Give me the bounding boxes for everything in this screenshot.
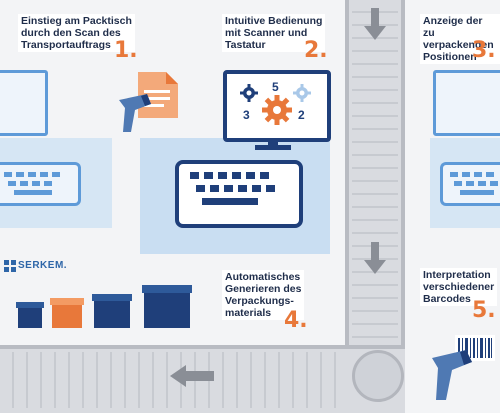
- vertical-conveyor-rollers: [352, 0, 398, 345]
- step-2-line-2: mit Scanner und: [225, 27, 308, 39]
- serkem-logo-text: SERKEM.: [18, 260, 68, 271]
- step-1-line-1: Einstieg am Packtisch: [21, 15, 132, 27]
- horizontal-conveyor-rollers: [0, 352, 345, 408]
- step-4-line-3: Verpackungs-: [225, 295, 294, 307]
- step-5-line-2: verschiedener: [423, 281, 495, 293]
- arrow-left-icon: [170, 365, 214, 387]
- package-box-small: [18, 306, 42, 328]
- barcode-icon: [455, 335, 495, 361]
- package-box-large: [144, 292, 190, 328]
- step-2-line-1: Intuitive Bedienung: [225, 15, 323, 27]
- gear-icon: [240, 84, 258, 102]
- right-monitor: [433, 70, 500, 136]
- step-2-number: 2.: [304, 38, 328, 63]
- horizontal-conveyor-edge-top: [0, 345, 405, 349]
- step-3-line-3: Positionen: [423, 51, 477, 63]
- conveyor-turntable: [352, 350, 404, 402]
- gear-icon: [293, 84, 311, 102]
- keyboard-keys: [4, 172, 60, 195]
- step-1-number: 1.: [114, 38, 138, 63]
- step-2-label: Intuitive Bedienung mit Scanner und Tast…: [222, 14, 326, 52]
- monitor-stand: [268, 140, 278, 146]
- step-5-label: Interpretation verschiedener Barcodes: [420, 268, 498, 306]
- barcode-scanner-icon: [432, 350, 472, 400]
- step-1-line-3: Transportauftrags: [21, 39, 111, 51]
- step-3-line-2: verpackenden: [423, 39, 494, 51]
- step-2-line-3: Tastatur: [225, 39, 266, 51]
- vertical-conveyor-edge-left: [345, 0, 349, 350]
- step-5-line-3: Barcodes: [423, 293, 471, 305]
- step-5-line-1: Interpretation: [423, 269, 491, 281]
- keyboard-keys: [190, 172, 275, 205]
- center-keyboard: [175, 160, 303, 228]
- step-4-number: 4.: [284, 308, 308, 333]
- barcode-scanner-icon: [119, 94, 151, 132]
- package-box-small-lid: [16, 302, 44, 308]
- step-4-line-1: Automatisches: [225, 271, 301, 283]
- package-box-large-lid: [142, 285, 192, 293]
- gear-icon: [262, 95, 292, 125]
- monitor-base: [255, 145, 291, 150]
- package-box-orange-lid: [50, 298, 84, 305]
- step-4-line-4: materials: [225, 307, 272, 319]
- gear-number-left: 3: [243, 108, 250, 122]
- document-icon: [138, 72, 178, 118]
- vertical-conveyor-edge-right: [401, 0, 405, 350]
- step-3-line-1: Anzeige der zu: [423, 15, 483, 39]
- gear-number-right: 2: [298, 108, 305, 122]
- left-monitor: [0, 70, 48, 136]
- package-box-orange: [52, 303, 82, 328]
- step-3-number: 3.: [472, 38, 496, 63]
- step-4-label: Automatisches Generieren des Verpackungs…: [222, 270, 305, 320]
- package-box-medium: [94, 300, 130, 328]
- step-1-line-2: durch den Scan des: [21, 27, 121, 39]
- step-4-line-2: Generieren des: [225, 283, 302, 295]
- serkem-logo-icon: [4, 260, 16, 272]
- step-3-label: Anzeige der zu verpackenden Positionen: [420, 14, 500, 64]
- arrow-down-icon: [364, 8, 386, 40]
- step-5-number: 5.: [472, 298, 496, 323]
- keyboard-keys: [450, 172, 498, 195]
- step-1-label: Einstieg am Packtisch durch den Scan des…: [18, 14, 135, 52]
- package-box-medium-lid: [92, 294, 132, 301]
- arrow-down-icon: [364, 242, 386, 274]
- gear-number-top: 5: [272, 80, 279, 94]
